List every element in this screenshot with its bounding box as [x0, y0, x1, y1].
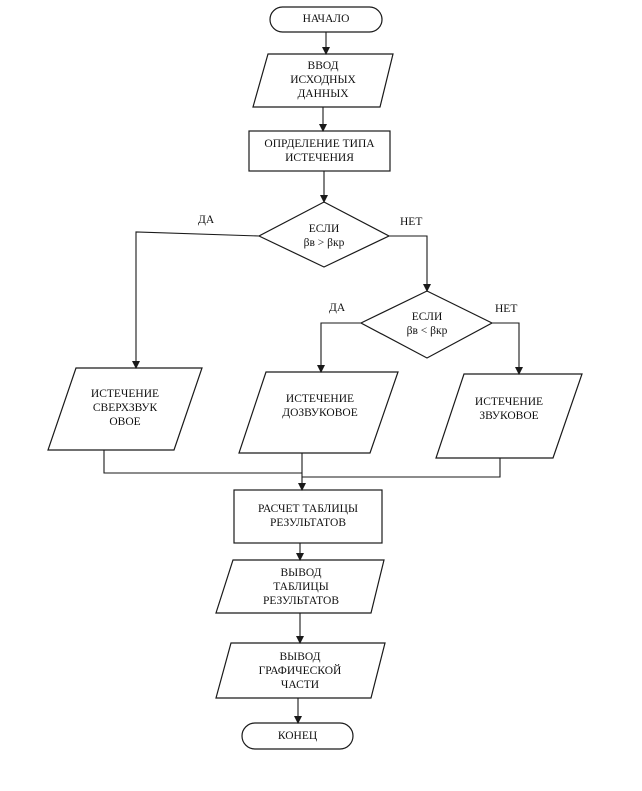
supersonic-parallelogram — [47, 367, 203, 451]
condition-1-yes-label: ДА — [198, 214, 215, 226]
arrow-cond2-yes — [317, 322, 361, 373]
sonic-label: ИСТЕЧЕНИЕ ЗВУКОВОЕ — [474, 396, 544, 422]
input-label: ВВОД ИСХОДНЫХ ДАННЫХ — [290, 60, 356, 100]
subsonic-label: ИСТЕЧЕНИЕ ДОЗВУКОВОЕ — [282, 393, 358, 419]
calc-table-process — [233, 489, 383, 544]
condition-2-no-label: НЕТ — [495, 303, 518, 315]
output-graph-parallelogram — [215, 642, 386, 699]
condition-2-diamond — [359, 290, 494, 359]
determine-type-process — [248, 130, 391, 172]
condition-2-yes-label: ДА — [329, 302, 346, 314]
subsonic-parallelogram — [238, 371, 399, 454]
output-table-parallelogram — [215, 559, 385, 614]
arrow-cond1-yes — [132, 231, 260, 369]
output-table-label: ВЫВОД ТАБЛИЦЫ РЕЗУЛЬТАТОВ — [262, 567, 339, 607]
output-graph-label: ВЫВОД ГРАФИЧЕСКОЙ ЧАСТИ — [258, 651, 342, 691]
determine-label: ОПРДЕЛЕНИЕ ТИПА ИСТЕЧЕНИЯ — [264, 138, 375, 164]
sonic-parallelogram — [435, 373, 583, 459]
condition-2-label: ЕСЛИ βв < βкр — [406, 311, 448, 337]
calc-label: РАСЧЕТ ТАБЛИЦЫ РЕЗУЛЬТАТОВ — [258, 503, 358, 529]
input-data-parallelogram — [252, 53, 394, 108]
condition-1-label: ЕСЛИ βв > βкр — [303, 223, 345, 249]
merge-supersonic — [103, 450, 302, 474]
condition-1-diamond — [257, 201, 391, 268]
condition-1-no-label: НЕТ — [400, 216, 423, 228]
supersonic-label: ИСТЕЧЕНИЕ СВЕРХЗВУК ОВОЕ — [90, 388, 160, 428]
merge-sonic — [302, 458, 501, 478]
end-label: КОНЕЦ — [277, 730, 318, 742]
arrow-cond2-no — [492, 322, 523, 375]
start-label: НАЧАЛО — [302, 13, 350, 25]
arrow-cond1-no — [389, 235, 431, 292]
